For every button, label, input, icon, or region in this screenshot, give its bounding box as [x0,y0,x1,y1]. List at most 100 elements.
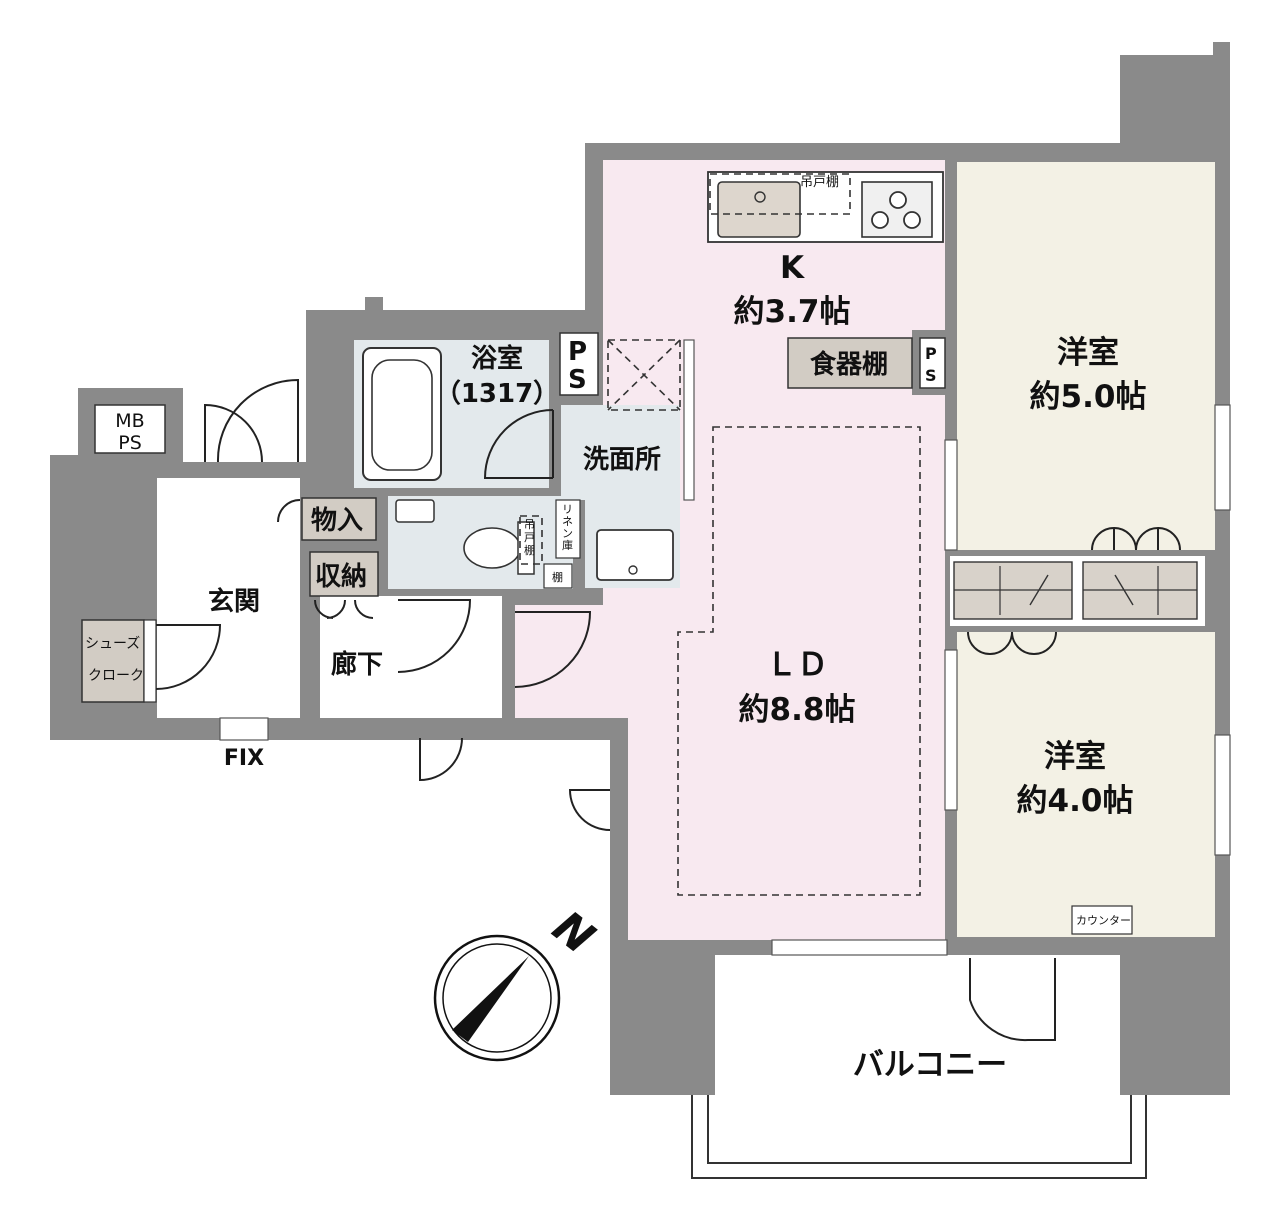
storeroom-door [277,499,301,523]
balcony-floor [718,960,1118,1095]
hanging-shelf-kitchen-area [709,173,851,215]
burner-3 [903,211,921,229]
ld-dashed-area [677,426,921,896]
western1-floor [957,162,1215,550]
window-bed1 [1214,404,1231,511]
linen-1: リ [562,503,573,516]
shoe-closet-strip [143,619,157,703]
western1-size: 約5.0帖 [1030,379,1147,415]
ld-side-door [568,789,611,831]
western2-name: 洋室 [1044,739,1106,775]
window-ld-side [944,439,958,551]
ps2-box [919,337,946,389]
linen-3: ン [562,527,573,540]
cupboard-box [787,337,913,389]
toilet-tank [517,521,535,575]
closet-label: 収納 [315,561,367,592]
entrance-floor [157,478,300,718]
burner-1 [889,191,907,209]
mb-door [204,403,263,463]
counter-box [1071,905,1133,935]
window-fix [219,717,269,741]
counter-label: カウンター [1076,914,1131,927]
front-door [155,624,222,690]
burner-2 [871,211,889,229]
shoe-line2: クローク [88,668,144,684]
ld-door [514,611,592,688]
bath-size: （1317） [435,379,559,409]
closet-box [309,551,379,597]
closet-right-slash [1114,574,1134,606]
ld-size: 約8.8帖 [739,692,856,728]
bathtub [362,347,442,481]
mb-door-2 [216,378,299,463]
porch-door [419,737,463,782]
shelf-box [543,563,573,589]
bath-door [483,409,554,479]
sink [717,181,801,238]
ps1-line2: S [568,365,587,395]
bedroom2-door [967,631,1057,655]
compass-inner [442,943,552,1053]
linen-2: ネ [562,515,573,528]
hanging-shelf-toilet-2: 戸 [524,531,535,544]
bath-name: 浴室 [471,343,523,374]
ld-name: ＬＤ [766,647,828,683]
window-wash [683,339,695,501]
kitchen-name: K [780,250,805,286]
washbasin [596,529,674,581]
shelf-label: 棚 [552,570,563,584]
linen-4: 庫 [562,538,573,552]
storeroom-label: 物入 [311,506,363,536]
hallway-name: 廊下 [331,649,383,680]
fix-label: FIX [224,746,264,771]
toilet-door [397,599,472,673]
window-ld-bottom [771,939,948,956]
room-labels: K 約3.7帖 ＬＤ 約8.8帖 洋室 約5.0帖 洋室 約4.0帖 浴室 （1… [115,250,1146,1083]
closet-door [314,599,374,619]
balcony-name: バルコニー [853,1047,1007,1083]
stove [861,181,933,238]
entrance-name: 玄関 [208,586,260,617]
window-bed2 [1214,734,1231,856]
mbps-line1: MB [115,410,144,432]
kitchen-size: 約3.7帖 [734,294,851,330]
hanging-shelf-toilet-1: 吊 [524,518,535,531]
western2-size: 約4.0帖 [1017,783,1134,819]
linen-box [555,499,581,559]
bedroom-closets [953,561,1198,620]
ps1-line1: P [568,337,587,367]
mbps-line2: PS [118,432,142,454]
washroom-name: 洗面所 [583,445,661,475]
storeroom-box [301,497,377,541]
cupboard-label: 食器棚 [810,349,888,380]
ps2-line2: S [925,366,937,385]
shoe-closet-box [81,619,145,703]
fridge-x2 [607,339,681,411]
windows [219,339,1231,956]
doors [155,378,1181,1042]
balcony-railing [691,1095,1147,1179]
western1-name: 洋室 [1057,335,1119,371]
balcony-door [969,958,1056,1042]
hallway-floor [320,596,502,718]
sink-drain [754,191,766,203]
bathtub-inner [371,359,433,471]
ps2-line1: P [925,344,937,363]
hanging-shelf-toilet-3: 棚 [524,543,535,557]
closet-left-slash [1029,574,1049,606]
hanging-shelf-kitchen-label: 吊戸棚 [800,175,839,190]
fridge-space [607,339,681,411]
ps1-box [559,332,599,396]
toilet-sink [395,499,435,523]
shoe-line1: シューズ [85,636,140,652]
window-ld-side2 [944,649,958,811]
compass: N [433,901,603,1062]
compass-needle [452,956,529,1042]
kitchen-counter: 吊戸棚 [707,171,944,243]
mbps-box [94,404,166,454]
toilet-bowl [463,527,521,569]
compass-n: N [543,901,603,964]
washbasin-drain [628,565,638,575]
